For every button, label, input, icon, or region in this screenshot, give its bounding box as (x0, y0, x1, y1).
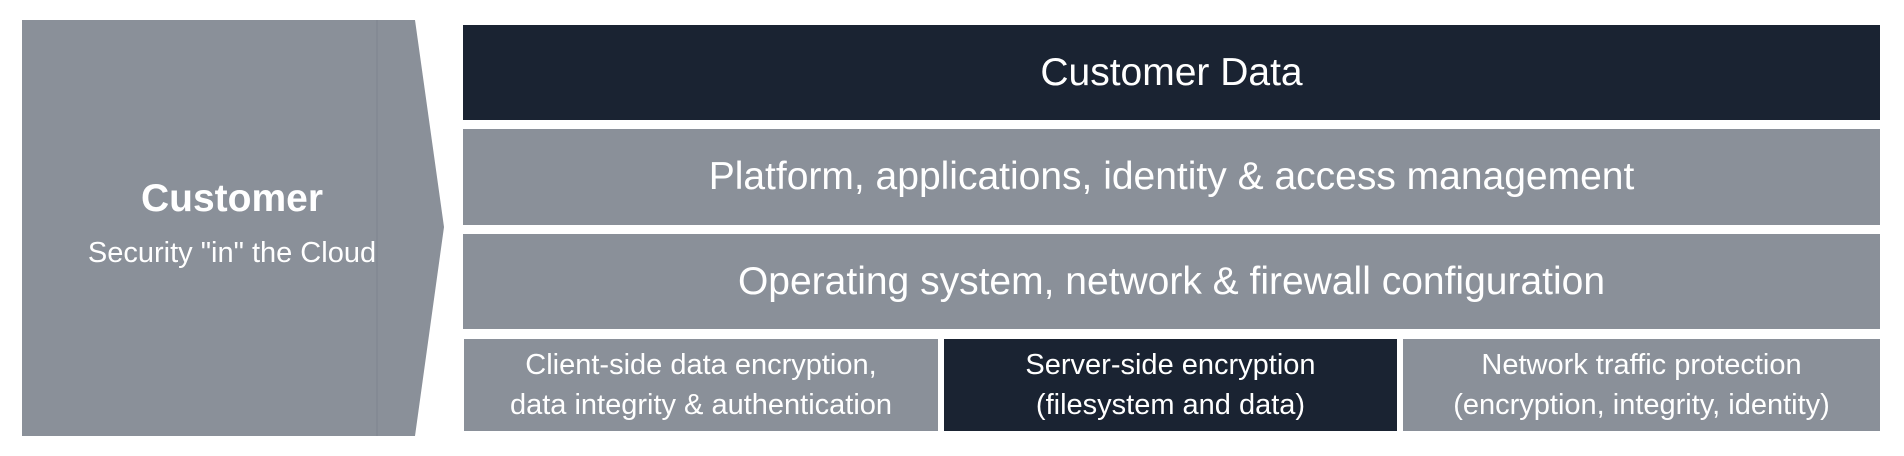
cell-server-line2: (filesystem and data) (1035, 389, 1306, 421)
customer-title: Customer (140, 176, 324, 220)
cell-network-line2: (encryption, integrity, identity) (1453, 389, 1830, 421)
layer-os-label: Operating system, network & firewall con… (737, 259, 1606, 303)
customer-subtitle: Security "in" the Cloud (87, 236, 377, 269)
customer-arrow-shape (22, 20, 446, 436)
cell-client-side-encryption: Client-side data encryption, data integr… (464, 339, 938, 431)
cell-server-side-encryption: Server-side encryption (filesystem and d… (944, 339, 1397, 431)
layer-platform: Platform, applications, identity & acces… (463, 129, 1880, 225)
layer-os: Operating system, network & firewall con… (463, 234, 1880, 329)
cell-network-traffic-protection: Network traffic protection (encryption, … (1403, 339, 1880, 431)
layer-customer-data-label: Customer Data (1040, 50, 1303, 94)
customer-arrow-label: Customer Security "in" the Cloud (22, 20, 442, 436)
layer-customer-data: Customer Data (463, 25, 1880, 120)
cell-network-line1: Network traffic protection (1481, 349, 1802, 381)
cell-client-line1: Client-side data encryption, (525, 349, 877, 381)
layer-platform-label: Platform, applications, identity & acces… (708, 155, 1635, 198)
cell-server-line1: Server-side encryption (1025, 349, 1316, 381)
cell-client-line2: data integrity & authentication (509, 389, 893, 421)
